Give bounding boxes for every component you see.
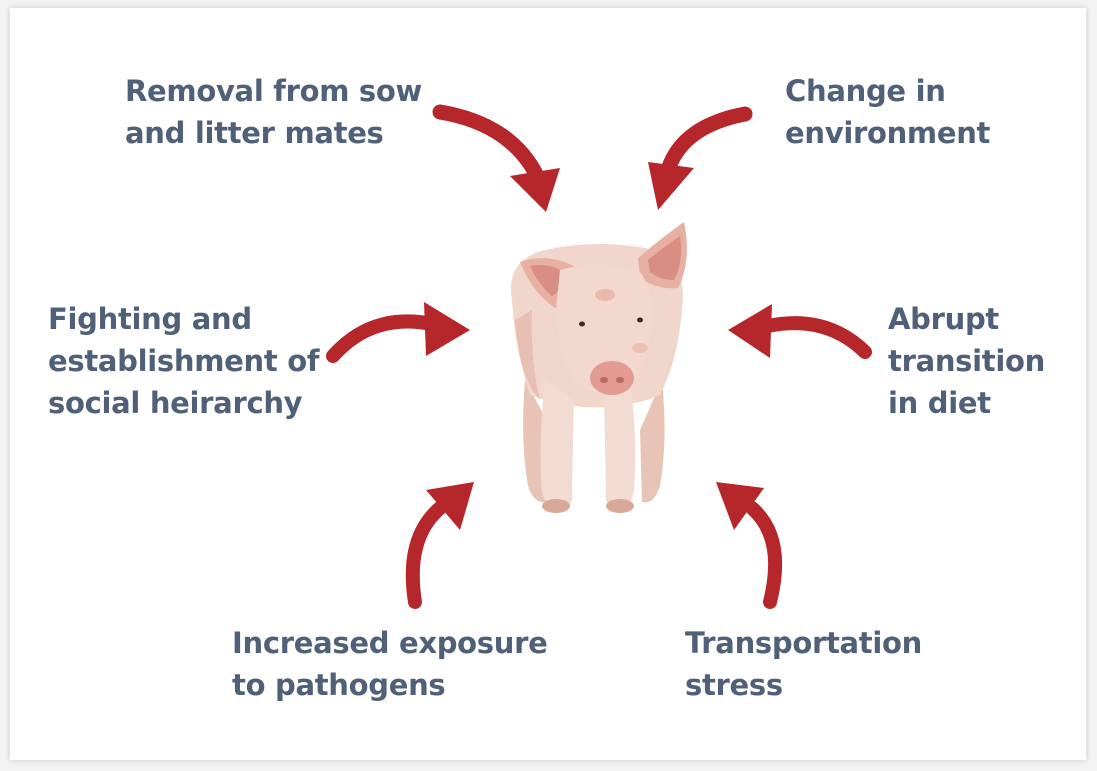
arrow-from-pathogens — [413, 482, 474, 602]
arrow-from-diet — [728, 304, 865, 358]
piglet-image — [511, 222, 687, 513]
arrow-from-environment — [648, 114, 745, 210]
arrow-from-fighting — [333, 302, 470, 356]
arrow-from-transportation — [716, 482, 775, 602]
arrow-from-removal — [440, 112, 560, 212]
